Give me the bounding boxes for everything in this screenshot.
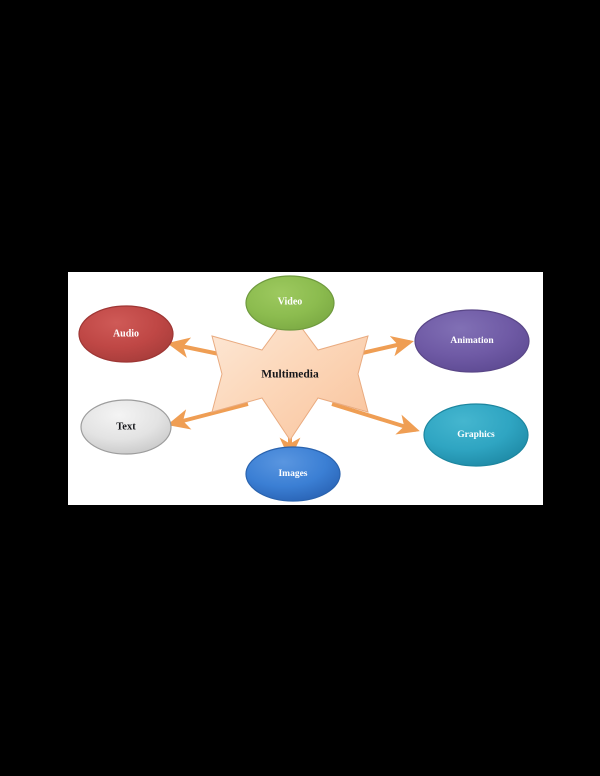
node-animation-ellipse: [414, 309, 530, 373]
node-graphics-ellipse: [423, 403, 529, 467]
node-images[interactable]: Images: [245, 446, 341, 502]
node-text-label: Text: [116, 421, 136, 432]
multimedia-diagram: Multimedia Video Animation Graphics Imag…: [78, 275, 530, 502]
node-text-ellipse: [80, 399, 172, 455]
center-node-multimedia[interactable]: Multimedia: [211, 311, 369, 441]
node-graphics[interactable]: Graphics: [423, 403, 529, 467]
node-video-ellipse: [245, 275, 335, 331]
node-images-ellipse: [245, 446, 341, 502]
center-star-shape: [211, 311, 369, 441]
node-video-label: Video: [278, 296, 303, 307]
connector-center-to-text: [167, 402, 249, 430]
node-animation[interactable]: Animation: [414, 309, 530, 373]
diagram-canvas: Multimedia Video Animation Graphics Imag…: [68, 272, 543, 505]
center-star-label: Multimedia: [261, 369, 319, 381]
node-audio-label: Audio: [113, 328, 139, 339]
node-text[interactable]: Text: [80, 399, 172, 455]
node-audio[interactable]: Audio: [78, 305, 174, 363]
node-images-label: Images: [278, 469, 307, 479]
node-audio-ellipse: [78, 305, 174, 363]
node-video[interactable]: Video: [245, 275, 335, 331]
node-graphics-label: Graphics: [457, 430, 495, 440]
connector-center-to-graphics: [331, 402, 420, 435]
node-animation-label: Animation: [450, 336, 494, 346]
